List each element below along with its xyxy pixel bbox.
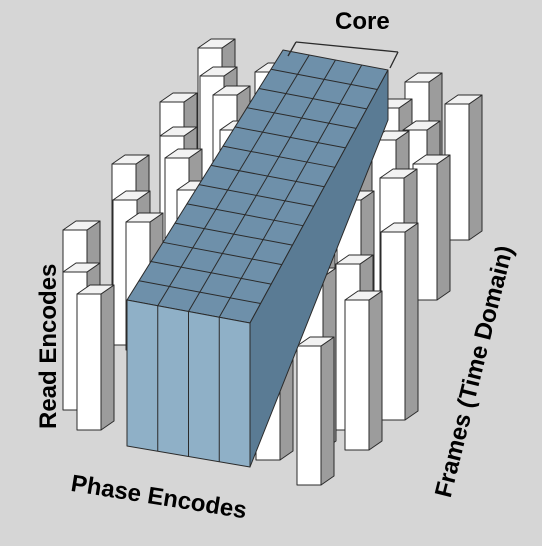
core-grid-line (210, 164, 325, 188)
column-side (100, 284, 115, 431)
column-side (320, 336, 335, 486)
column-side (436, 154, 451, 301)
core-grid-line (270, 68, 378, 90)
column-front (76, 293, 102, 431)
core-grid-line (198, 184, 314, 207)
core-grid-line (162, 241, 282, 266)
core-grid-line (157, 54, 310, 307)
core-grid-line (234, 126, 346, 149)
core-grid-line (188, 59, 336, 312)
core-grid-line (138, 280, 261, 305)
core-grid-line (186, 203, 304, 227)
core-grid-line (174, 222, 293, 246)
core-grid-line (150, 261, 272, 285)
core-label: Core (335, 8, 390, 35)
core-grid-line (258, 87, 367, 110)
column-front (296, 345, 322, 486)
read-encodes-label: Read Encodes (35, 263, 62, 429)
core-bracket (287, 41, 399, 69)
bracket-left-tick (287, 41, 297, 57)
core-grid-line (246, 107, 357, 129)
bracket-bar (295, 41, 399, 53)
column-front (380, 231, 406, 421)
core-grid-line (222, 145, 336, 168)
bracket-right-tick (389, 51, 399, 69)
column-side (404, 222, 419, 421)
column-front (344, 299, 370, 451)
column-side (368, 290, 383, 451)
column-side (468, 94, 483, 241)
core-block (126, 49, 389, 468)
core-grid-line (218, 64, 363, 318)
